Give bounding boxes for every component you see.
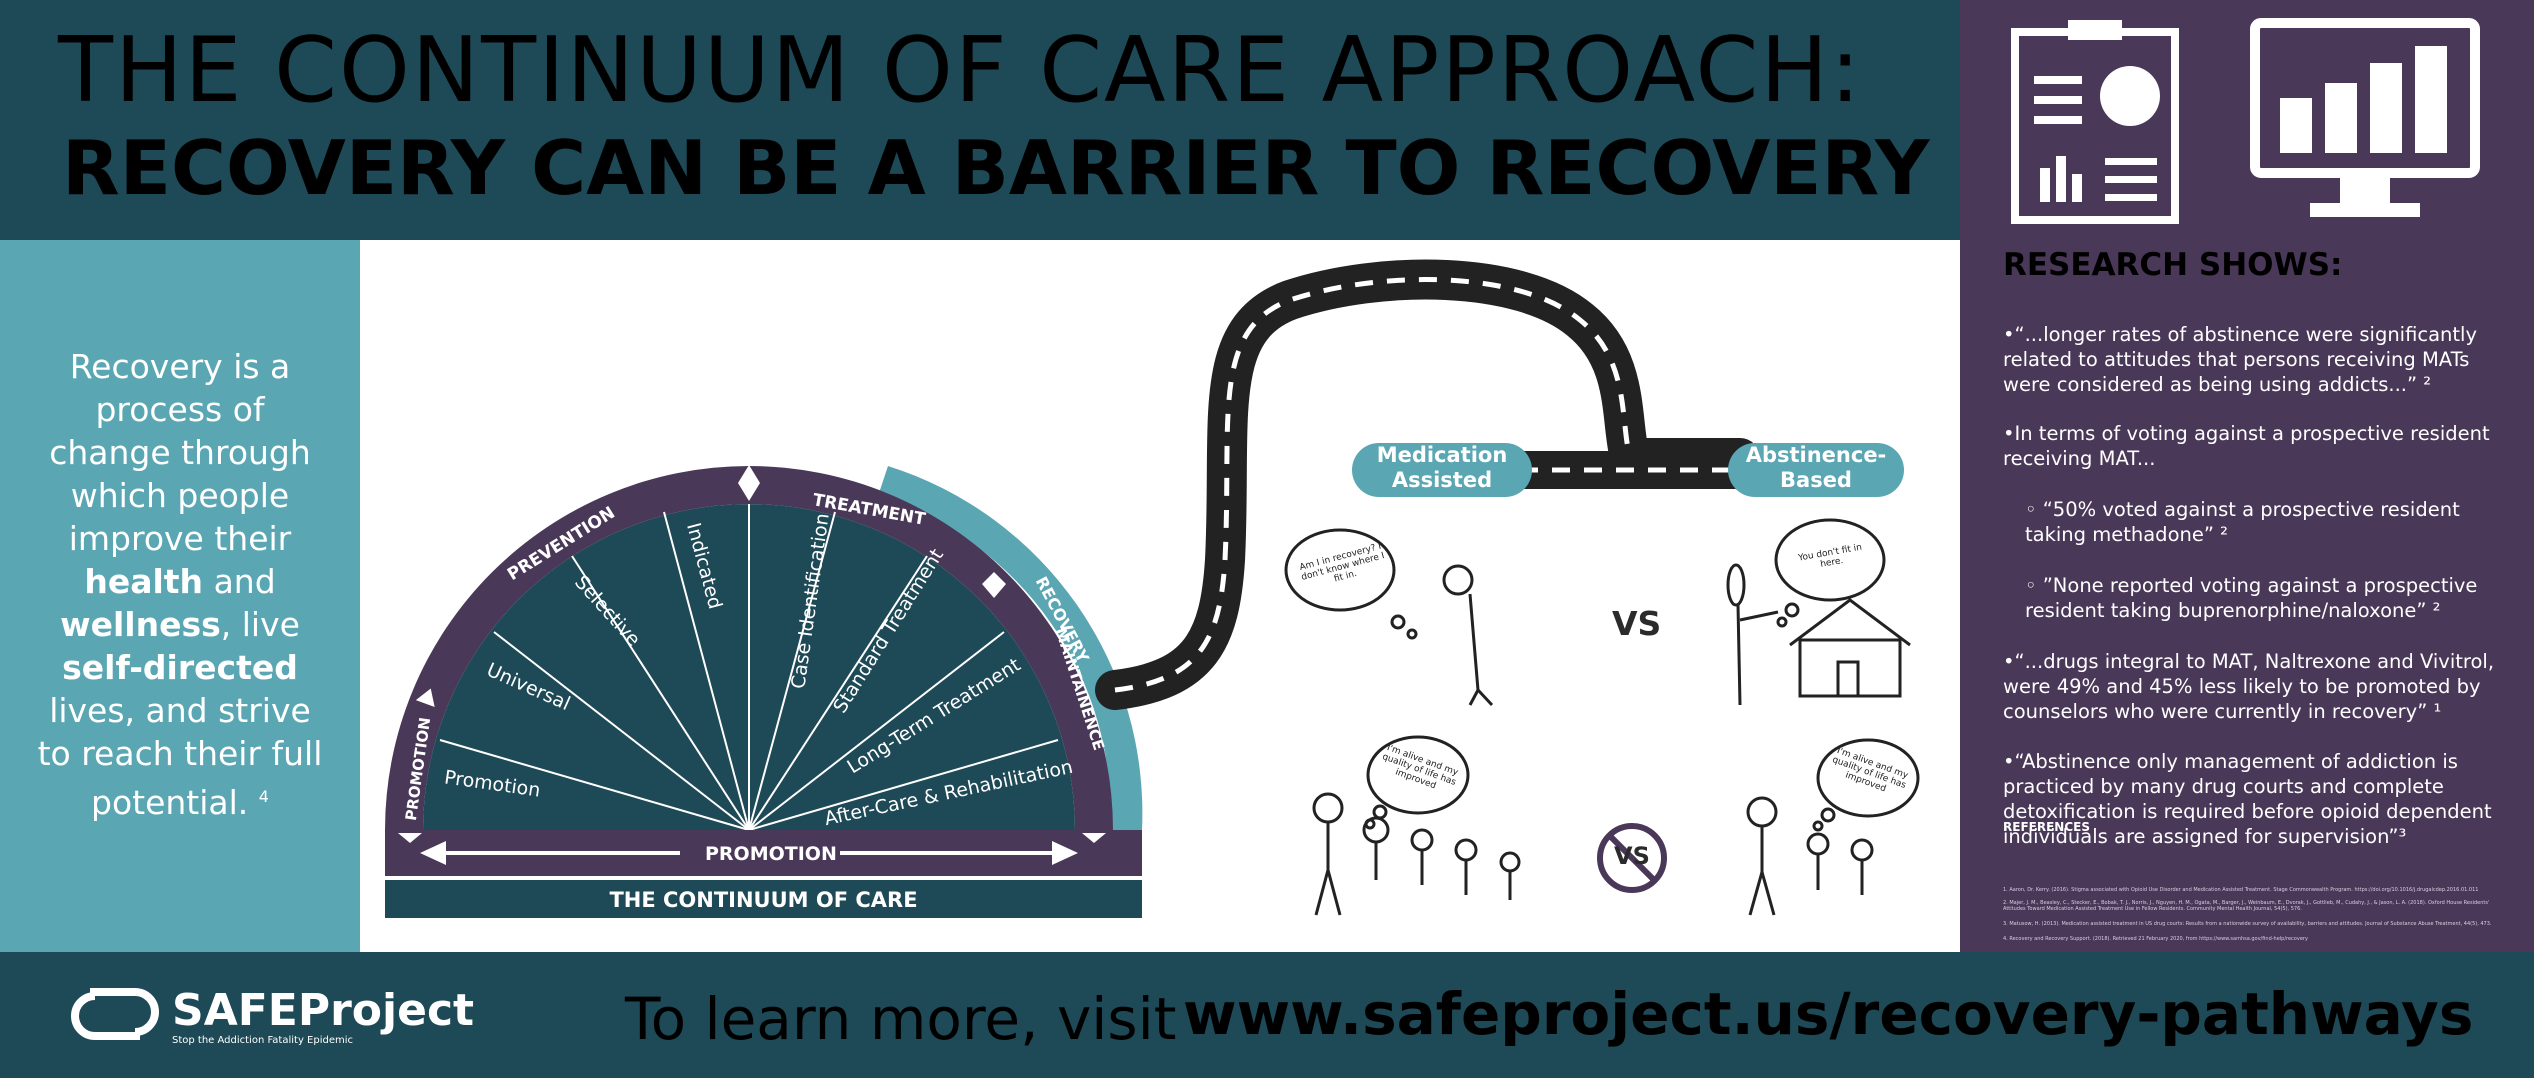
definition-text-3: , live: [220, 605, 300, 644]
left-panel: [0, 240, 360, 952]
research-point-2: •In terms of voting against a prospectiv…: [2003, 422, 2490, 470]
continuum-base-bar: [385, 880, 1142, 918]
reference-item: 2. Majer, J. M., Beasley, C., Stecker, E…: [2003, 900, 2490, 912]
ring-marker-triangle: [415, 688, 435, 707]
research-point-3: ◦ “50% voted against a prospective resid…: [2025, 498, 2460, 546]
research-point-6: •“Abstinence only management of addictio…: [2003, 750, 2492, 848]
definition-text-1: Recovery is a process of change through …: [49, 347, 311, 558]
research-icons: [2011, 18, 2480, 224]
header-banner: [0, 0, 1960, 240]
road-centerline: [1114, 277, 1740, 693]
prevention-treatment-ring: [385, 466, 1113, 830]
footer-bar: [0, 952, 2534, 1078]
abstinence-based-label: Abstinence-Based: [1728, 443, 1904, 497]
page-title-line1: THE CONTINUUM OF CARE APPROACH:: [58, 18, 1863, 123]
promotion-bar-marker: [1082, 833, 1106, 843]
thought-bubbles: [1284, 518, 1920, 832]
ring-marker-diamond: [738, 465, 760, 501]
reference-item: 4. Recovery and Recovery Support. (2018)…: [2003, 936, 2308, 942]
stick-figures: [1312, 563, 1911, 916]
logo-tagline: Stop the Addiction Fatality Epidemic: [172, 1035, 354, 1046]
definition-bold-wellness: wellness: [60, 605, 221, 644]
footer-prefix: To learn more, visit: [625, 985, 1177, 1053]
research-point-1: •“...longer rates of abstinence were sig…: [2003, 323, 2478, 396]
vs-label-bottom: VS: [1614, 842, 1650, 870]
definition-text-2: and: [213, 562, 276, 601]
medication-assisted-label: Medication Assisted: [1352, 443, 1532, 497]
ring-marker-diamond: [982, 572, 1006, 598]
promotion-bar-marker: [398, 833, 422, 843]
promotion-bar-label: PROMOTION: [705, 843, 837, 865]
promotion-arrowhead-left: [420, 841, 446, 865]
page-title-line2: RECOVERY CAN BE A BARRIER TO RECOVERY: [62, 124, 1930, 212]
definition-bold-health: health: [84, 562, 204, 601]
reference-item: 1. Aaron, Dr. Kerry. (2016). Stigma asso…: [2003, 887, 2479, 893]
logo-name: SAFEProject: [172, 985, 475, 1036]
fan-spokes: [439, 504, 1059, 831]
safeproject-logo-icon: [71, 988, 159, 1040]
monitor-bar-chart-icon: [2250, 18, 2480, 217]
references-title: REFERENCES: [2003, 820, 2090, 834]
definition-bold-self-directed: self-directed: [62, 648, 298, 687]
recovery-definition: Recovery is a process of change through …: [30, 345, 330, 824]
vs-label-top: VS: [1612, 604, 1662, 643]
research-point-4: ◦ ”None reported voting against a prospe…: [2025, 574, 2478, 622]
research-panel: [1960, 0, 2534, 952]
no-vs-slash: [1607, 833, 1657, 883]
definition-footnote: 4: [258, 787, 269, 806]
research-title: RESEARCH SHOWS:: [2003, 247, 2343, 283]
continuum-base-label: THE CONTINUUM OF CARE: [609, 888, 918, 912]
definition-text-4: lives, and strive to reach their full po…: [37, 691, 323, 822]
promotion-arrowhead-right: [1052, 841, 1078, 865]
footer-url-link[interactable]: www.safeproject.us/recovery-pathways: [1183, 980, 2474, 1048]
research-point-5: •“...drugs integral to MAT, Naltrexone a…: [2003, 650, 2495, 723]
clipboard-report-icon: [2011, 20, 2179, 224]
reference-item: 3. Matusow, H. (2013). Medication assist…: [2003, 921, 2492, 927]
